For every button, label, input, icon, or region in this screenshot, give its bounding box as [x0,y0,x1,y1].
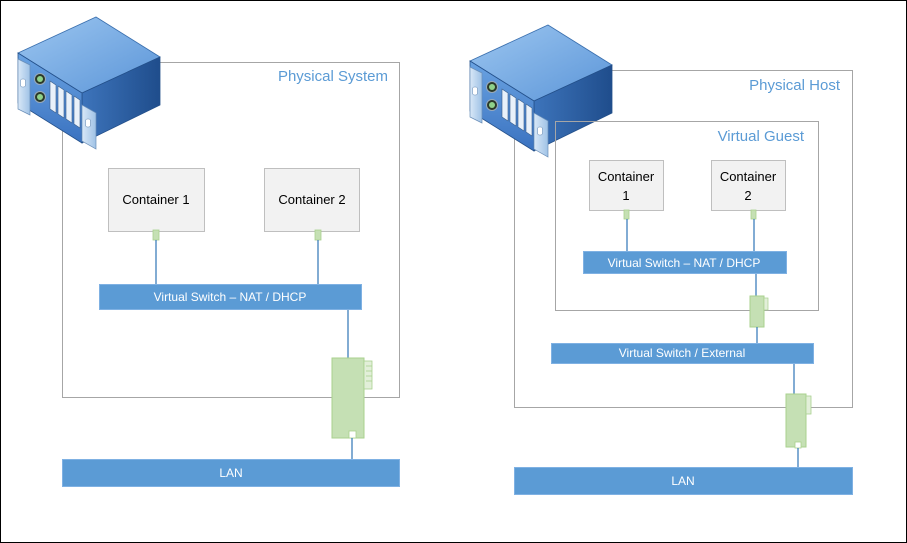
virtual-guest-title: Virtual Guest [718,128,805,145]
container-1-box [108,168,205,232]
container-2-box [264,168,360,232]
container-1-label-line2: 1 [622,188,629,203]
network-port-icon [314,229,322,241]
lan-label: LAN [219,466,242,480]
virtual-guest-boundary [555,121,819,311]
network-card-icon [785,393,812,449]
external-virtual-switch-label: Virtual Switch / External [619,346,746,360]
physical-host-title: Physical Host [749,77,841,94]
lan-bar [62,459,400,487]
virtual-switch-external [551,343,814,364]
virtual-switch-label: Virtual Switch – NAT / DHCP [154,290,307,304]
physical-host-boundary [514,70,853,408]
physical-system-title: Physical System [278,68,388,85]
virtual-switch-nat-dhcp [583,251,787,274]
physical-system-boundary [62,62,400,398]
container-2-label: Container 2 [278,192,345,207]
network-port-icon [750,209,757,220]
network-port-icon [152,229,160,241]
container-2-box [711,160,786,211]
container-2-label-line1: Container [720,169,777,184]
network-card-icon [331,357,373,439]
inner-virtual-switch-label: Virtual Switch – NAT / DHCP [608,256,761,270]
physical-system-group: Physical System Container 1 Container 2 … [17,16,400,487]
container-1-label-line1: Container [598,169,655,184]
container-1-label: Container 1 [122,192,189,207]
virtual-switch-nat-dhcp [99,284,362,310]
container-1-box [589,160,664,211]
lan-bar [514,467,853,495]
container-2-label-line2: 2 [744,188,751,203]
network-port-icon [623,209,630,220]
lan-label: LAN [671,474,694,488]
physical-host-group: Physical Host Virtual Guest Container 1 … [469,24,853,495]
